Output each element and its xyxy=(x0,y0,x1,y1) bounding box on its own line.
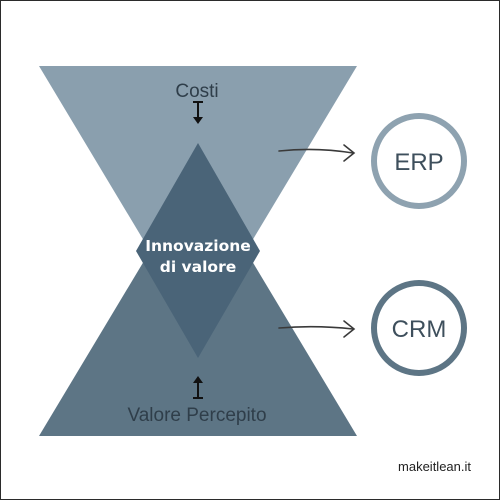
costs-arrow-down-icon xyxy=(193,101,203,124)
crm-circle xyxy=(371,280,467,376)
costs-label: Costi xyxy=(175,81,218,102)
erp-label: ERP xyxy=(394,149,443,176)
erp-circle xyxy=(371,113,467,209)
brand-text: makeitlean.it xyxy=(398,459,471,474)
innovation-label-line1: Innovazione xyxy=(145,237,251,255)
crm-label: CRM xyxy=(392,316,447,343)
innovation-diamond xyxy=(136,143,260,358)
arrow-to-crm-icon xyxy=(278,320,356,338)
value-arrow-up-icon xyxy=(193,376,203,399)
innovation-label-line2: di valore xyxy=(160,258,237,276)
arrow-to-erp-icon xyxy=(278,144,356,162)
perceived-value-label: Valore Percepito xyxy=(127,405,266,426)
